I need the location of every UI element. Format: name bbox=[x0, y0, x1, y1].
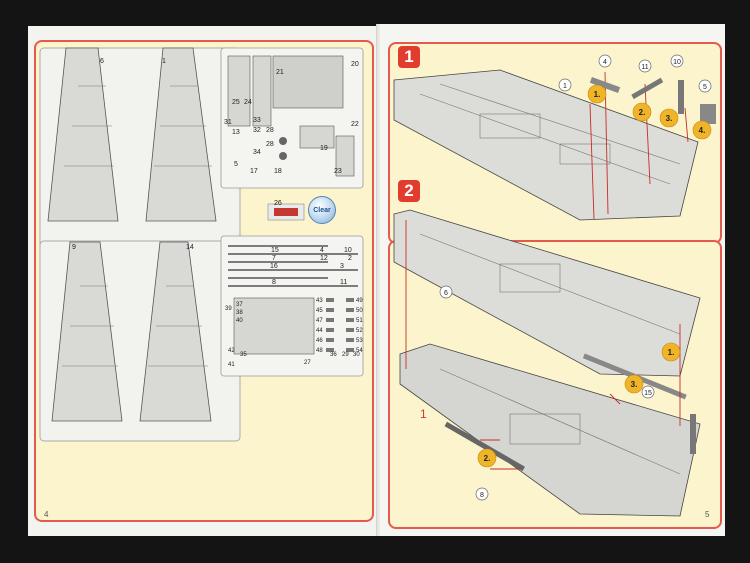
step2-callout-8: 8 bbox=[480, 492, 484, 499]
part-label-54: 54 bbox=[356, 348, 363, 354]
step2-order-badge-1: 1. bbox=[668, 348, 675, 357]
parts-sheet-drawing: 6 1 9 14 20 21 22 23 24 25 31 32 33 34 1… bbox=[39, 47, 364, 442]
part-label-1: 1 bbox=[162, 58, 166, 65]
part-label-26: 26 bbox=[274, 200, 282, 207]
part-label-32: 32 bbox=[253, 127, 261, 134]
assembly-drawing: 1 4 11 10 5 6 15 8 1. 2. 3. 4. 1. 3. 2. … bbox=[393, 54, 716, 517]
part-label-23: 23 bbox=[334, 168, 342, 175]
part-label-45: 45 bbox=[316, 308, 323, 314]
part-label-34: 34 bbox=[253, 149, 261, 156]
part-label-31: 31 bbox=[224, 119, 232, 126]
part-label-27: 27 bbox=[304, 360, 311, 366]
part-label-28a: 28 bbox=[266, 127, 274, 134]
part-label-44: 44 bbox=[316, 328, 323, 334]
part-label-10: 10 bbox=[344, 247, 352, 254]
part-label-5: 5 bbox=[234, 161, 238, 168]
part-label-38: 38 bbox=[236, 310, 243, 316]
step1-callout-4: 4 bbox=[603, 59, 607, 66]
part-label-9: 9 bbox=[72, 244, 76, 251]
part-label-29: 29 bbox=[342, 352, 349, 358]
step2-order-badge-2: 2. bbox=[484, 454, 491, 463]
part-label-13: 13 bbox=[232, 129, 240, 136]
page-number-left: 4 bbox=[44, 510, 49, 519]
part-label-42: 42 bbox=[228, 348, 235, 354]
part-label-28b: 28 bbox=[266, 141, 274, 148]
part-label-12: 12 bbox=[320, 255, 328, 262]
subassembly-ref: 1 bbox=[420, 407, 427, 421]
left-page: 6 1 9 14 20 21 22 23 24 25 31 32 33 34 1… bbox=[28, 26, 378, 536]
step1-order-badge-3: 3. bbox=[666, 114, 673, 123]
part-label-36: 36 bbox=[330, 352, 337, 358]
part-label-6: 6 bbox=[100, 58, 104, 65]
step2-callout-15: 15 bbox=[644, 390, 652, 397]
part-label-40: 40 bbox=[236, 318, 243, 324]
part-label-48: 48 bbox=[316, 348, 323, 354]
part-label-17: 17 bbox=[250, 168, 258, 175]
step2-callout-6: 6 bbox=[444, 290, 448, 297]
part-label-39: 39 bbox=[225, 306, 232, 312]
part-label-19: 19 bbox=[320, 145, 328, 152]
step1-callout-1: 1 bbox=[563, 83, 567, 90]
part-label-47: 47 bbox=[316, 318, 323, 324]
step2-order-badge-3: 3. bbox=[631, 380, 638, 389]
part-label-43: 43 bbox=[316, 298, 323, 304]
part-label-8: 8 bbox=[272, 279, 276, 286]
part-label-24: 24 bbox=[244, 99, 252, 106]
part-label-4: 4 bbox=[320, 247, 324, 254]
part-label-52: 52 bbox=[356, 328, 363, 334]
part-label-16: 16 bbox=[270, 263, 278, 270]
part-label-14: 14 bbox=[186, 244, 194, 251]
part-label-3: 3 bbox=[340, 263, 344, 270]
clear-parts-badge: Clear bbox=[308, 196, 336, 224]
step1-order-badge-1: 1. bbox=[594, 90, 601, 99]
part-label-50: 50 bbox=[356, 308, 363, 314]
part-label-37: 37 bbox=[236, 302, 243, 308]
part-label-2: 2 bbox=[348, 255, 352, 262]
part-label-35: 35 bbox=[240, 352, 247, 358]
part-label-18: 18 bbox=[274, 168, 282, 175]
step1-number: 1 bbox=[398, 46, 420, 68]
part-label-41: 41 bbox=[228, 362, 235, 368]
part-label-11: 11 bbox=[340, 279, 347, 286]
part-label-49: 49 bbox=[356, 298, 363, 304]
step1-callout-10: 10 bbox=[673, 59, 681, 66]
book-spine bbox=[376, 24, 382, 536]
part-label-46: 46 bbox=[316, 338, 323, 344]
part-label-22: 22 bbox=[351, 121, 359, 128]
step2-number: 2 bbox=[398, 180, 420, 202]
part-label-20: 20 bbox=[351, 61, 359, 68]
part-label-7: 7 bbox=[272, 255, 276, 262]
part-label-25: 25 bbox=[232, 99, 240, 106]
step1-callout-11: 11 bbox=[641, 64, 648, 71]
part-label-15: 15 bbox=[271, 247, 279, 254]
page-number-right: 5 bbox=[705, 510, 710, 519]
part-label-51: 51 bbox=[356, 318, 363, 324]
step1-order-badge-2: 2. bbox=[639, 108, 646, 117]
part-label-53: 53 bbox=[356, 338, 363, 344]
step1-order-badge-4: 4. bbox=[699, 126, 706, 135]
right-page: 1 4 11 10 5 6 15 8 1. 2. 3. 4. 1. 3. 2. … bbox=[380, 24, 725, 536]
step1-callout-5: 5 bbox=[703, 84, 707, 91]
part-label-30: 30 bbox=[353, 352, 360, 358]
part-label-33: 33 bbox=[253, 117, 261, 124]
part-label-21: 21 bbox=[276, 69, 284, 76]
